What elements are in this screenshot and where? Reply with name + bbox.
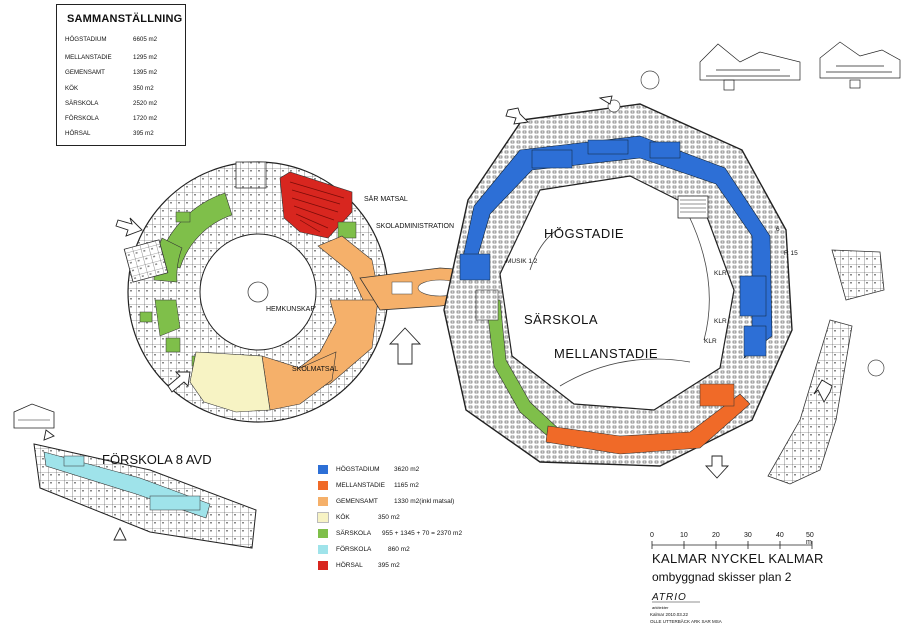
legend-name: MELLANSTADIE bbox=[336, 482, 386, 489]
atrio-logo-subtitle: arkitekter bbox=[652, 605, 669, 610]
summary-row-name: GEMENSAMT bbox=[65, 69, 105, 76]
label-sar-matsal: SÄR MATSAL bbox=[364, 196, 408, 203]
entrance-arrows bbox=[43, 95, 833, 541]
summary-row-name: HÖGSTADIUM bbox=[65, 36, 107, 43]
summary-row: FÖRSKOLA 1720 m2 bbox=[65, 115, 157, 122]
label-forskola: FÖRSKOLA 8 AVD bbox=[102, 452, 212, 467]
summary-box: SAMMANSTÄLLNING HÖGSTADIUM 6605 m2 MELLA… bbox=[56, 4, 186, 146]
label-klr: KLR bbox=[714, 270, 727, 277]
summary-row-value: 1720 m2 bbox=[133, 115, 158, 122]
scale-tick-label: 10 bbox=[680, 532, 688, 539]
summary-title: SAMMANSTÄLLNING bbox=[67, 13, 183, 25]
summary-row-name: KÖK bbox=[65, 85, 79, 92]
label-klr: KLR bbox=[704, 338, 717, 345]
summary-row-name: FÖRSKOLA bbox=[65, 115, 99, 122]
annex-buildings bbox=[607, 70, 885, 485]
summary-row-value: 1295 m2 bbox=[133, 54, 158, 61]
label-hogstadie: HÖGSTADIE bbox=[544, 226, 625, 241]
legend-value: 350 m2 bbox=[378, 514, 400, 521]
legend-swatch bbox=[318, 561, 328, 570]
summary-row: MELLANSTADIE 1295 m2 bbox=[65, 54, 157, 61]
legend-name: KÖK bbox=[336, 514, 350, 521]
summary-row: KÖK 350 m2 bbox=[65, 85, 154, 92]
summary-row-value: 350 m2 bbox=[133, 85, 154, 92]
summary-row: GEMENSAMT 1395 m2 bbox=[65, 69, 157, 76]
scale-tick-label: 20 bbox=[712, 532, 720, 539]
label-hemkunskap: HEMKUNSKAP bbox=[266, 306, 316, 313]
label-musik: MUSIK 1 2 bbox=[506, 258, 538, 265]
drawing-title: KALMAR NYCKEL KALMAR bbox=[652, 551, 824, 566]
right-polygonal-building bbox=[443, 103, 793, 467]
label-room-number: 6 bbox=[776, 226, 780, 233]
label-skoladministration: SKOLADMINISTRATION bbox=[376, 223, 455, 230]
legend-name: HÖGSTADIUM bbox=[336, 466, 380, 473]
legend-value: 395 m2 bbox=[378, 562, 400, 569]
scale-tick-label: 30 bbox=[744, 532, 752, 539]
scale-tick-label: 50 m bbox=[806, 532, 814, 546]
legend-swatch bbox=[318, 465, 328, 474]
summary-row-name: HÖRSAL bbox=[65, 130, 91, 137]
color-legend: HÖGSTADIUM 3620 m2 MELLANSTADIE 1165 m2 … bbox=[317, 465, 518, 575]
legend-value: 1165 m2 bbox=[394, 482, 419, 489]
atrio-logo: ATRIO bbox=[652, 592, 687, 603]
legend-value: 1330 m2(inkl matsal) bbox=[394, 498, 455, 505]
summary-row-value: 2520 m2 bbox=[133, 100, 158, 107]
legend-swatch bbox=[318, 545, 328, 554]
scale-tick-label: 40 bbox=[776, 532, 784, 539]
summary-row: SÄRSKOLA 2520 m2 bbox=[65, 100, 157, 107]
drawing-subtitle: ombyggnad skisser plan 2 bbox=[652, 570, 792, 584]
summary-row-value: 6605 m2 bbox=[133, 36, 158, 43]
left-circular-building bbox=[123, 161, 501, 423]
label-mellanstadie: MELLANSTADIE bbox=[554, 346, 659, 361]
legend-value: 860 m2 bbox=[388, 546, 410, 553]
legend-value: 955 + 1345 + 70 = 2370 m2 bbox=[382, 530, 463, 537]
summary-row: HÖGSTADIUM 6605 m2 bbox=[65, 36, 157, 43]
scale-tick-label: 0 bbox=[650, 532, 654, 539]
summary-row-name: MELLANSTADIE bbox=[65, 54, 112, 61]
legend-name: GEMENSAMT bbox=[336, 498, 378, 505]
legend-name: SÄRSKOLA bbox=[336, 530, 372, 537]
legend-name: FÖRSKOLA bbox=[336, 546, 372, 553]
forskola-building bbox=[13, 403, 257, 549]
legend-swatch bbox=[318, 529, 328, 538]
summary-row-value: 1395 m2 bbox=[133, 69, 158, 76]
label-skolmatsal: SKOLMATSAL bbox=[292, 366, 339, 373]
summary-row-value: 395 m2 bbox=[133, 130, 154, 137]
label-sarskola: SÄRSKOLA bbox=[524, 312, 599, 327]
legend-name: HÖRSAL bbox=[336, 562, 363, 569]
label-r15: R 15 bbox=[784, 250, 798, 257]
legend-swatch bbox=[318, 481, 328, 490]
label-klr: KLR bbox=[714, 318, 727, 325]
section-drawings bbox=[699, 41, 901, 91]
scale-bar: 0 10 20 30 40 50 m bbox=[650, 532, 815, 550]
scale-bar-drawing bbox=[651, 541, 813, 549]
legend-swatch bbox=[318, 497, 328, 506]
summary-row: HÖRSAL 395 m2 bbox=[65, 130, 154, 137]
drawing-date: Kalmar 2010.03.22 bbox=[650, 612, 689, 617]
legend-swatch bbox=[317, 512, 329, 523]
summary-row-name: SÄRSKOLA bbox=[65, 100, 99, 107]
drawing-credit: OLLE UTTERBÄCK ARK SAR MSA bbox=[650, 619, 722, 624]
legend-value: 3620 m2 bbox=[394, 466, 420, 473]
